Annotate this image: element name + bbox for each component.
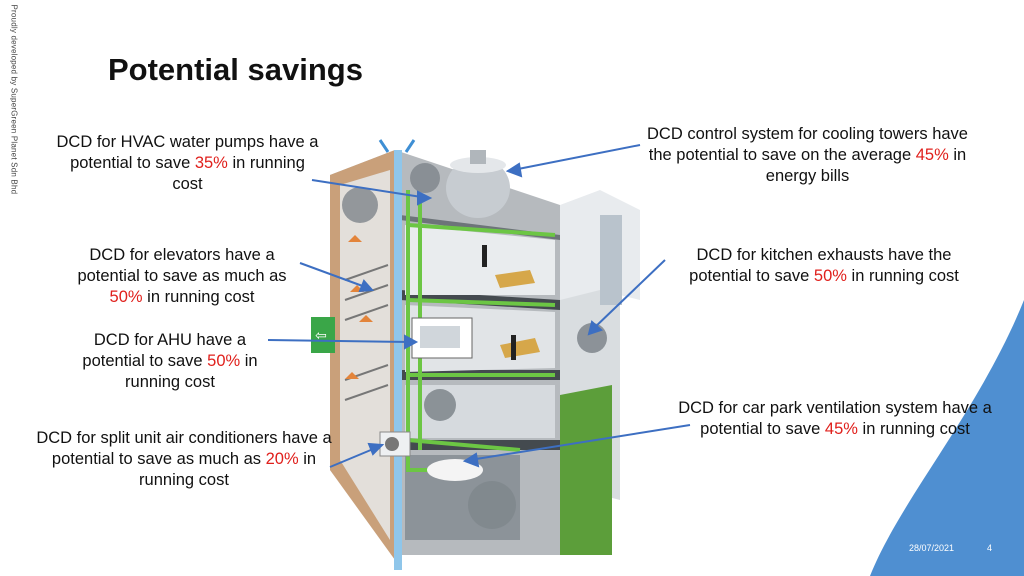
page-number: 4 — [987, 543, 993, 553]
arrow-ahu — [267, 339, 413, 343]
arrow-cooling-towers — [512, 144, 641, 171]
callout-ahu: DCD for AHU have a potential to save 50%… — [82, 331, 258, 391]
exit-sign-icon — [311, 317, 335, 353]
arrow-elevators — [299, 262, 369, 289]
callout-split-unit: DCD for split unit air conditioners have… — [36, 429, 332, 489]
callout-cooling-towers: DCD control system for cooling towers ha… — [647, 125, 968, 185]
callout-kitchen: DCD for kitchen exhausts have the potent… — [689, 246, 959, 285]
svg-text:⇦: ⇦ — [315, 328, 327, 344]
callout-hvac-pumps: DCD for HVAC water pumps have a potentia… — [56, 133, 319, 193]
vertical-credit: Proudly developed by SuperGreen Planet S… — [9, 4, 19, 195]
callout-elevators: DCD for elevators have a potential to sa… — [77, 246, 287, 306]
grass — [560, 385, 612, 555]
slide-title: Potential savings — [108, 52, 363, 87]
arrow-car-park — [469, 424, 691, 461]
arrow-hvac-pumps — [311, 179, 429, 199]
arrow-split-unit — [329, 446, 379, 468]
corner-swoosh — [870, 300, 1024, 576]
callout-car-park: DCD for car park ventilation system have… — [678, 399, 992, 438]
arrow-kitchen — [591, 259, 666, 331]
footer-date: 28/07/2021 — [909, 543, 955, 553]
